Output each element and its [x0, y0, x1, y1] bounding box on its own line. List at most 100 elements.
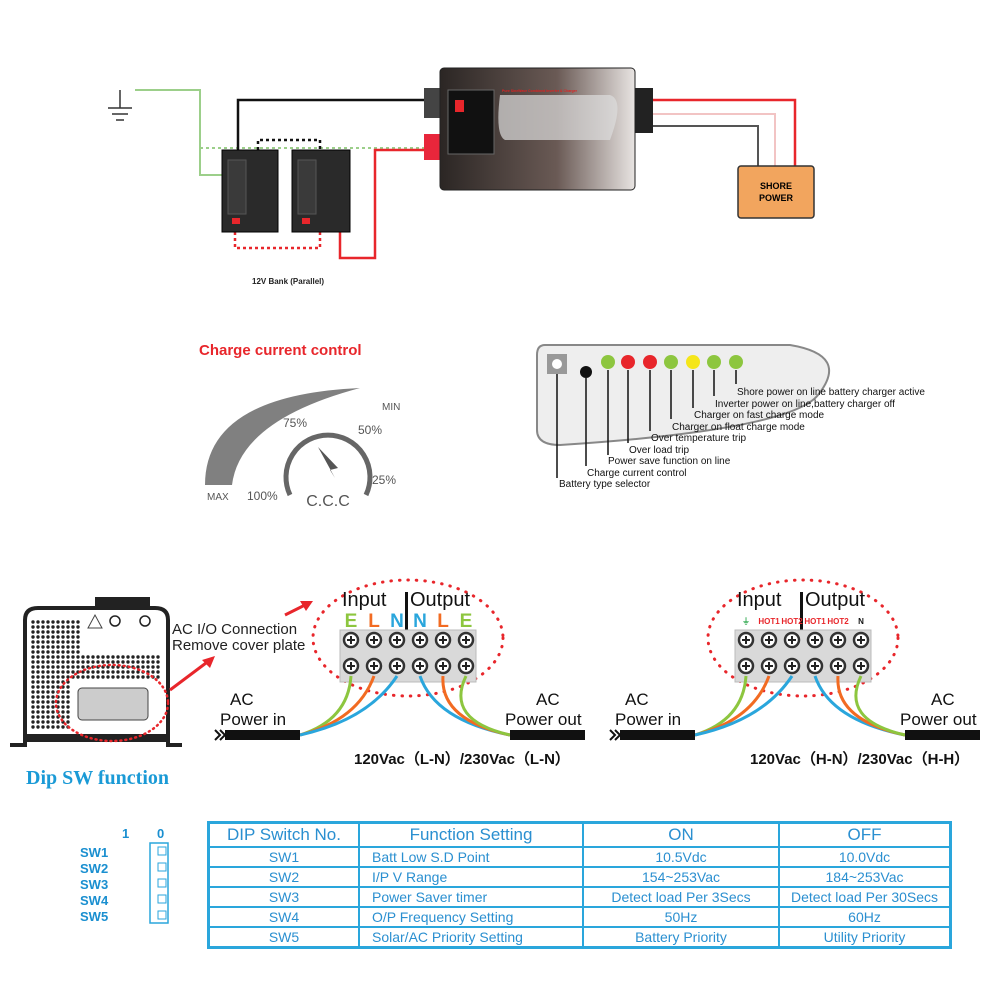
led-indicator	[601, 355, 615, 369]
terminal-label: L	[368, 611, 380, 632]
svg-text:Inverter power on line,battery: Inverter power on line,battery charger o…	[715, 399, 895, 410]
terminal-label: HOT1	[758, 617, 780, 626]
svg-text:0: 0	[157, 826, 164, 841]
table-cell: 10.5Vdc	[582, 846, 780, 868]
power-out-label-2: Power out	[505, 710, 582, 729]
shore-neutral-wire	[653, 98, 797, 166]
callout-arrow-2	[284, 603, 306, 617]
table-cell: 50Hz	[582, 906, 780, 928]
negative-wire	[236, 98, 430, 150]
table-cell: Power Saver timer	[358, 886, 584, 908]
led-indicator	[707, 355, 721, 369]
table-cell: 60Hz	[778, 906, 952, 928]
table-cell: Solar/AC Priority Setting	[358, 926, 584, 949]
inverter-front-panel	[10, 597, 182, 747]
svg-text:Power save function on line: Power save function on line	[608, 456, 731, 467]
dip-sw-title: Dip SW function	[26, 767, 169, 789]
input-label: Input	[737, 589, 782, 611]
header-function: Function Setting	[358, 821, 584, 848]
dip-switch-table: DIP Switch No. Function Setting ON OFF S…	[207, 821, 952, 949]
gauge-arc	[205, 388, 360, 485]
led-labels: Shore power on line battery charger acti…	[559, 387, 925, 490]
svg-text:MAX: MAX	[207, 492, 229, 503]
svg-text:POWER: POWER	[759, 193, 794, 203]
ccc-knob: C.C.C	[283, 432, 373, 510]
table-cell: SW5	[207, 926, 360, 949]
table-cell: I/P V Range	[358, 866, 584, 888]
svg-text:75%: 75%	[283, 416, 307, 430]
svg-text:SHORE: SHORE	[760, 181, 792, 191]
led-indicator	[621, 355, 635, 369]
power-in-label: AC	[625, 690, 649, 709]
table-cell: Battery Priority	[582, 926, 780, 949]
led-indicator	[643, 355, 657, 369]
power-out-label: AC	[931, 690, 955, 709]
table-cell: SW2	[207, 866, 360, 888]
charge-control-title: Charge current control	[199, 342, 362, 359]
power-out-label: AC	[536, 690, 560, 709]
input-label: Input	[342, 589, 387, 611]
terminal-label: HOT2	[781, 617, 803, 626]
power-in-label: AC	[230, 690, 254, 709]
ground-wire	[135, 89, 222, 176]
svg-text:Shore power on line battery ch: Shore power on line battery charger acti…	[737, 387, 925, 398]
inverter-charger-unit: Pure SineWave Combined Inverter & Charge…	[424, 67, 653, 191]
power-in-label-2: Power in	[220, 710, 286, 729]
led-indicator	[686, 355, 700, 369]
header-off: OFF	[778, 821, 952, 848]
terminal-label: ⏚	[742, 617, 750, 626]
battery-2	[291, 149, 351, 233]
table-cell: 154~253Vac	[582, 866, 780, 888]
svg-text:25%: 25%	[372, 473, 396, 487]
terminal-label: N	[858, 617, 864, 626]
table-cell: SW4	[207, 906, 360, 928]
battery-bank-label: 12V Bank (Parallel)	[252, 277, 324, 286]
terminal-label: E	[345, 611, 358, 632]
callout-arrow	[169, 658, 211, 692]
table-cell: SW1	[207, 846, 360, 868]
inverter-brand-text: Pure SineWave Combined Inverter & Charge…	[502, 89, 578, 93]
terminal-label: E	[460, 611, 473, 632]
power-in-label-2: Power in	[615, 710, 681, 729]
voltage-label: 120Vac（L-N）/230Vac（L-N）	[354, 750, 570, 768]
led-indicator	[729, 355, 743, 369]
led-indicator	[664, 355, 678, 369]
ac-io-callout: AC I/O Connection	[172, 621, 297, 638]
table-cell: O/P Frequency Setting	[358, 906, 584, 928]
table-cell: 10.0Vdc	[778, 846, 952, 868]
svg-text:Charger on fast charge mode: Charger on fast charge mode	[694, 410, 825, 421]
shore-line-wire	[653, 113, 776, 166]
header-dip-switch: DIP Switch No.	[207, 821, 360, 848]
table-cell: 184~253Vac	[778, 866, 952, 888]
battery-1	[221, 149, 279, 233]
power-out-label-2: Power out	[900, 710, 977, 729]
ground-icon	[108, 90, 132, 121]
svg-text:Over temperature trip: Over temperature trip	[651, 433, 746, 444]
table-cell: Detect load Per 3Secs	[582, 886, 780, 908]
terminal-label: N	[390, 611, 404, 632]
shore-power-box: SHORE POWER	[737, 165, 815, 219]
table-header-row: DIP Switch No. Function Setting ON OFF	[207, 821, 952, 848]
positive-wire	[338, 148, 430, 260]
output-label: Output	[410, 589, 470, 611]
header-on: ON	[582, 821, 780, 848]
terminal-label: N	[413, 611, 427, 632]
table-cell: Utility Priority	[778, 926, 952, 949]
dip-row-label: SW1	[80, 845, 108, 860]
shore-ground-wire	[653, 125, 759, 166]
led-indicators	[601, 355, 743, 369]
svg-text:Over load trip: Over load trip	[629, 445, 689, 456]
dip-row-label: SW4	[80, 893, 109, 908]
table-cell: Detect load Per 30Secs	[778, 886, 952, 908]
svg-text:1: 1	[122, 826, 129, 841]
led-panel	[536, 344, 830, 447]
voltage-label: 120Vac（H-N）/230Vac（H-H）	[750, 750, 969, 768]
ac-io-callout-2: Remove cover plate	[172, 637, 305, 654]
